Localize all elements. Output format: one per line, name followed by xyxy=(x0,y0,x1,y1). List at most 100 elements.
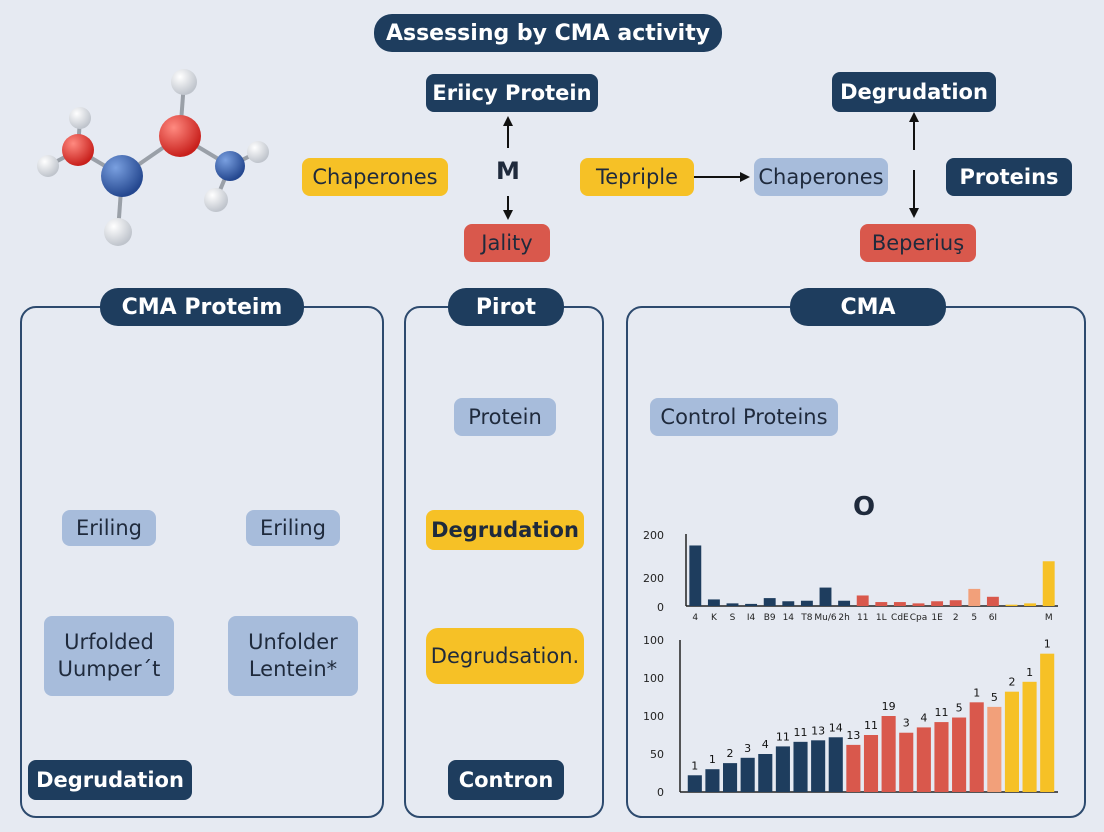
chart1-x-tick: 5 xyxy=(971,613,977,623)
chart1-x-tick: 6I xyxy=(989,613,997,623)
proteins-box: Proteins xyxy=(946,158,1072,196)
chart2-data-label: 13 xyxy=(846,729,860,742)
chart1-bar xyxy=(1005,604,1018,606)
cma-proteim-panel xyxy=(20,306,384,818)
chart1-bar xyxy=(819,587,832,606)
molecule-top-left xyxy=(37,69,269,246)
chart1-x-tick: T8 xyxy=(800,613,812,623)
unfolded-left-box: Urfolded Uumper´t xyxy=(44,616,174,696)
chart1-bar xyxy=(782,601,795,606)
unfolded-right-box: Unfolder Lentein* xyxy=(228,616,358,696)
chart1-bar xyxy=(1042,561,1055,606)
chart1-bar xyxy=(707,599,720,606)
chart1-bar xyxy=(726,603,739,606)
chart2-data-label: 1 xyxy=(709,753,716,766)
chart1-x-tick: 2 xyxy=(953,613,959,623)
chart2-bar xyxy=(705,769,720,792)
chart2-bar xyxy=(811,740,826,792)
chart1-bar xyxy=(689,545,702,606)
chart1-bar xyxy=(893,602,906,606)
chart1-bar xyxy=(856,595,869,606)
chart2-data-label: 1 xyxy=(973,686,980,699)
chart2-bar xyxy=(881,716,896,792)
jality-box: Jality xyxy=(464,224,550,262)
chart2-data-label: 3 xyxy=(744,742,751,755)
chart2-bar xyxy=(740,757,755,792)
chart1-x-tick: 1L xyxy=(876,613,887,623)
chart1-bar xyxy=(745,603,758,606)
chart2-data-label: 3 xyxy=(903,717,910,730)
chart2-bar xyxy=(846,744,861,792)
bracket-o-label: O xyxy=(852,492,876,522)
chart1-x-tick: 1E xyxy=(931,613,943,623)
chart2-data-label: 5 xyxy=(956,702,963,715)
chart2-data-label: 11 xyxy=(864,719,878,732)
eriling-right-box: Eriling xyxy=(246,510,340,546)
chaperones-left-box: Chaperones xyxy=(302,158,448,196)
protein-box: Protein xyxy=(454,398,556,436)
chart1-x-tick: 4 xyxy=(692,613,698,623)
chart2-data-label: 5 xyxy=(991,691,998,704)
degradation-top-box: Degrudation xyxy=(832,72,996,112)
chart1-x-tick: I4 xyxy=(747,613,756,623)
chart2-data-label: 13 xyxy=(811,724,825,737)
degradation-mid-box-2: Degrudsation. xyxy=(426,628,584,684)
chart1-bar xyxy=(838,600,851,606)
chart2-bar xyxy=(863,735,879,792)
chart2-bar xyxy=(723,763,738,792)
chart1-x-tick: M xyxy=(1045,613,1053,623)
chart2-data-label: 4 xyxy=(762,738,769,751)
chart1-bar xyxy=(912,603,925,606)
chart2-bar xyxy=(1004,691,1019,792)
chart2-bar xyxy=(969,702,984,792)
chart2-data-label: 1 xyxy=(1044,638,1051,651)
chart2-y-tick: 100 xyxy=(643,634,664,647)
chart2-data-label: 11 xyxy=(934,706,948,719)
cma-proteim-title: CMA Proteim xyxy=(100,288,304,326)
chart1-bar xyxy=(763,598,776,606)
chart2-data-label: 2 xyxy=(1008,676,1015,689)
chart2-bar xyxy=(952,717,967,792)
pirot-title: Pirot xyxy=(448,288,564,326)
chart1-bar xyxy=(800,600,813,606)
page-title: Assessing by CMA activity xyxy=(374,14,722,52)
chart2-data-label: 1 xyxy=(691,759,698,772)
chart2-bar xyxy=(687,775,702,792)
chart1-bar xyxy=(949,600,962,606)
chart1-bar xyxy=(1024,603,1037,606)
degradation-mid-box: Degrudation xyxy=(426,510,584,550)
control-box: Contron xyxy=(448,760,564,800)
chart1-x-tick: B9 xyxy=(764,613,776,623)
chart2-bar xyxy=(758,754,773,792)
chart1-x-tick: CdE xyxy=(891,613,909,623)
chart1-x-tick: K xyxy=(711,613,718,623)
control-proteins-box: Control Proteins xyxy=(650,398,838,436)
chart2-bar xyxy=(934,722,949,792)
chart2-bar xyxy=(899,732,914,792)
chart2-data-label: 11 xyxy=(794,726,808,739)
chart1-bar xyxy=(875,602,888,606)
chart1-bar xyxy=(931,601,944,606)
chart2-y-tick: 50 xyxy=(650,748,664,761)
chart2-bar xyxy=(987,706,1002,792)
chart2-bar xyxy=(1022,681,1037,792)
chart1-x-tick: Mu/6 xyxy=(814,613,837,623)
chart2-y-tick: 0 xyxy=(657,786,664,799)
chart2-y-tick: 100 xyxy=(643,710,664,723)
chart2-data-label: 19 xyxy=(882,700,896,713)
chart2-bar xyxy=(828,737,843,792)
chart2-data-label: 2 xyxy=(727,747,734,760)
chart1-bar xyxy=(986,596,999,606)
chart2-data-label: 1 xyxy=(1026,666,1033,679)
chart1-x-tick: 2h xyxy=(838,613,849,623)
m-label: M xyxy=(496,157,520,185)
eriicy-protein-box: Eriicy Protein xyxy=(426,74,598,112)
chart2-data-label: 11 xyxy=(776,730,790,743)
pirot-panel xyxy=(404,306,604,818)
chart2-bar xyxy=(775,746,790,792)
degradation-left-box: Degrudation xyxy=(28,760,192,800)
beperius-box: Beperiuş xyxy=(860,224,976,262)
chart2-data-label: 4 xyxy=(920,711,927,724)
chart1-y-tick: 200 xyxy=(643,572,664,585)
